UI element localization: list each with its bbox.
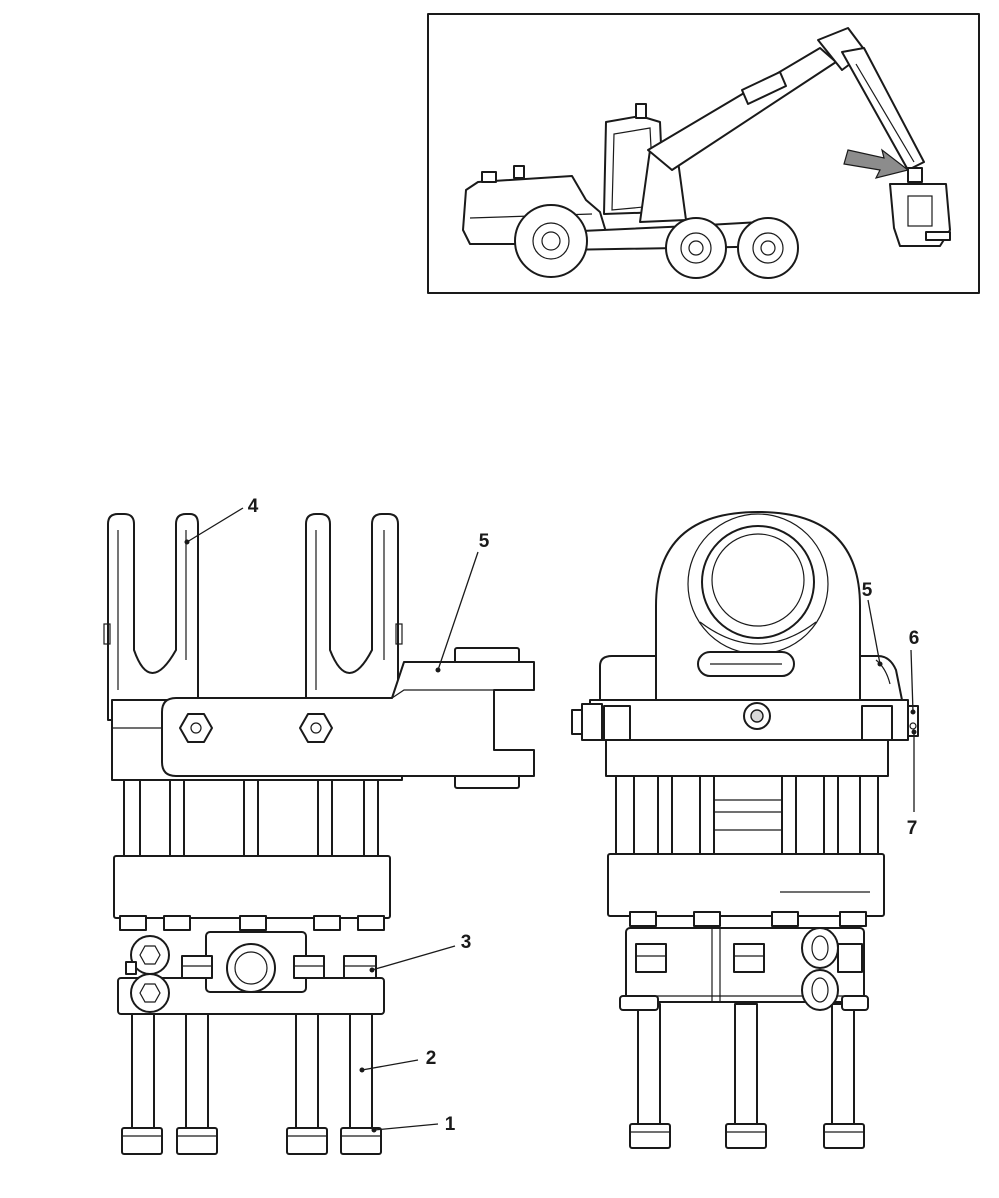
leader-lines [184,507,917,1133]
front-housing-pillars [615,775,879,857]
rotator-front-view [571,511,919,1149]
front-flange-bolt-heads [629,911,867,927]
front-hydraulic-swivel [619,927,869,1011]
rotator-location [907,167,923,183]
rotator-side-view [103,513,535,1155]
callout-5-right: 5 [862,580,873,601]
middle-flange [113,855,391,919]
hydraulic-swivel [117,931,385,1015]
callout-6: 6 [909,628,920,649]
location-arrow [843,148,910,179]
lower-bolts [121,1011,382,1155]
callout-5-left: 5 [479,531,490,552]
harvester-head [889,183,951,247]
callout-numbers: 4 5 3 2 1 5 6 7 [248,496,920,1135]
callout-3: 3 [461,932,472,953]
front-middle-flange [607,853,885,917]
rear-wheel-2 [737,217,799,279]
callout-4: 4 [248,496,259,517]
callout-7: 7 [907,818,918,839]
harvester-inset [427,13,980,294]
housing-pillars [123,779,379,859]
callout-2: 2 [426,1048,437,1069]
callout-1: 1 [445,1114,456,1135]
yoke-fork [103,513,403,721]
front-lower-bolts [629,1003,865,1149]
flange-bolt-heads [119,915,385,931]
upper-lug [655,511,861,721]
main-boom [647,47,837,171]
brake-link [161,647,535,789]
inset-frame [427,13,980,294]
front-wheel [514,204,588,278]
rear-wheel-1 [665,217,727,279]
